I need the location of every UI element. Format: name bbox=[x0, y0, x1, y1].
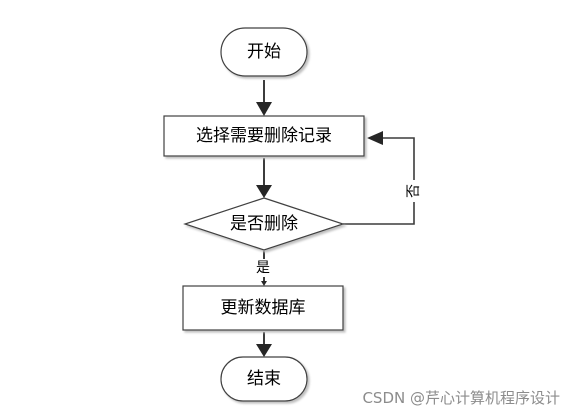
start-label: 开始 bbox=[247, 42, 281, 62]
end-node bbox=[220, 356, 308, 402]
arrowhead-select bbox=[256, 102, 272, 116]
update-database-label: 更新数据库 bbox=[221, 298, 306, 318]
arrowhead-end bbox=[256, 344, 272, 357]
arrowhead-no-loop bbox=[367, 131, 383, 145]
watermark-text: CSDN @芹心计算机程序设计 bbox=[362, 389, 560, 407]
decision-node bbox=[183, 197, 345, 251]
edge-label-no: 否 bbox=[406, 184, 422, 198]
decision-label: 是否删除 bbox=[230, 214, 298, 234]
select-record-node bbox=[163, 115, 365, 157]
end-label: 结束 bbox=[247, 369, 281, 389]
arrowhead-update bbox=[261, 281, 267, 286]
update-database-node bbox=[182, 285, 344, 331]
edge-label-yes: 是 bbox=[256, 260, 270, 276]
start-node bbox=[220, 27, 308, 77]
arrowhead-decision bbox=[256, 185, 272, 198]
select-record-label: 选择需要删除记录 bbox=[196, 126, 332, 146]
